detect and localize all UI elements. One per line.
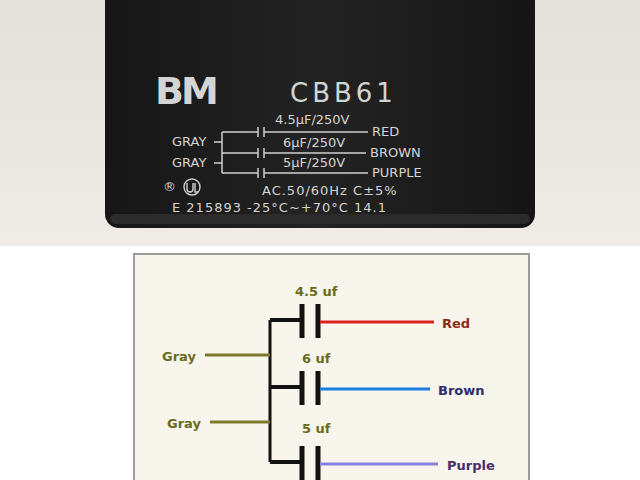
rating-text: AC.50/60Hz C±5%	[262, 184, 398, 197]
wire-label: Gray	[162, 350, 196, 363]
rating-text: E 215893 -25°C~+70°C 14.1	[172, 201, 387, 214]
printed-schematic	[214, 127, 368, 178]
diagram-ground	[133, 253, 530, 480]
wire-label: Red	[442, 317, 470, 330]
wire-label: Brown	[438, 384, 485, 397]
capacitance-label: 5 uf	[302, 422, 330, 435]
certification-mark	[184, 179, 200, 195]
wire-color: PURPLE	[372, 166, 422, 179]
capacitance-rating: 6μF/250V	[283, 136, 345, 149]
capacitor-body: BM CBB61 4.5μF/250V RED GRAY 6μF/250V BROWN GRA…	[105, 0, 535, 228]
wire-color: RED	[372, 125, 399, 138]
wire-label: Gray	[167, 417, 201, 430]
capacitance-label: 6 uf	[302, 352, 330, 365]
wire-color: GRAY	[172, 135, 206, 148]
capacitance-rating: 4.5μF/250V	[275, 113, 350, 126]
capacitance-label: 4.5 uf	[295, 285, 337, 298]
wire-label: Purple	[447, 459, 495, 472]
brand-logo: BM	[155, 72, 216, 110]
capacitance-rating: 5μF/250V	[283, 156, 345, 169]
wire-color: GRAY	[172, 156, 206, 169]
wiring-diagram-box: 4.5 ufRedGray6 ufBrownGray5 ufPurple	[133, 253, 530, 480]
wiring	[205, 304, 438, 480]
capacitor-housing	[105, 0, 535, 228]
model-number: CBB61	[290, 80, 397, 106]
housing-edge	[110, 214, 530, 224]
registered-mark: ®	[163, 180, 176, 193]
wire-color: BROWN	[370, 146, 421, 159]
